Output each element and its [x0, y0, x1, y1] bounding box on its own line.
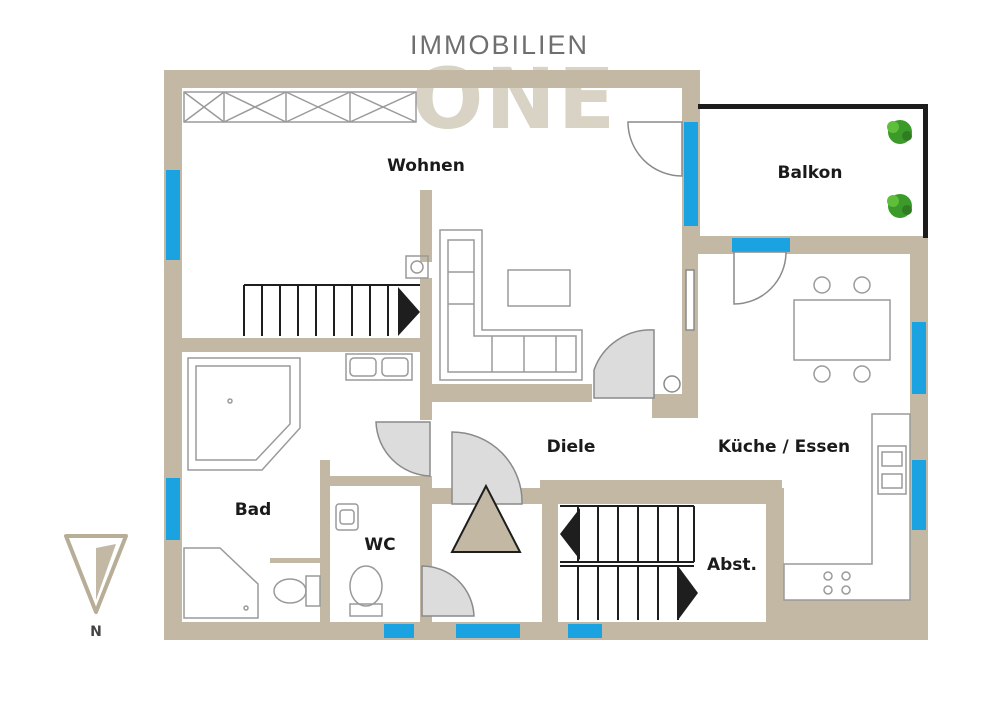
wall-wc-top: [320, 476, 432, 486]
kitchen-fixtures: [783, 276, 911, 601]
stair-arrow-living: [398, 287, 420, 336]
doors: [375, 121, 787, 617]
sliding-door: [685, 269, 695, 331]
windows: [166, 122, 926, 638]
room-label-balkon: Balkon: [778, 163, 843, 183]
wc-sink: [335, 503, 359, 531]
chair: [853, 365, 871, 383]
railing-top: [698, 104, 928, 109]
balcony-railing: [698, 104, 928, 238]
wall-bath-right-top: [420, 402, 432, 420]
toilet-bath: [273, 578, 307, 604]
room-label-wc: WC: [364, 535, 395, 555]
window-wc-bottom: [384, 624, 414, 638]
door-living: [593, 329, 655, 399]
chair: [853, 276, 871, 294]
room-label-diele: Diele: [547, 437, 596, 457]
wall-outer-top: [164, 70, 700, 88]
stair-arrow-down: [678, 566, 698, 620]
wall-living-corner: [652, 394, 698, 418]
door-wc: [421, 565, 475, 617]
wall-balcony-bottom: [682, 236, 928, 254]
coffee-table: [507, 269, 571, 307]
stove-burner: [823, 585, 833, 595]
window-stair-bottom: [568, 624, 602, 638]
room-label-abst: Abst.: [707, 555, 757, 575]
north-label: N: [90, 624, 102, 640]
wall-stair-right: [766, 488, 784, 622]
window-kitchen-right-2: [912, 460, 926, 530]
window-kitchen-balcony: [732, 238, 790, 252]
window-living-left: [166, 170, 180, 260]
logo: ONE IMMOBILIEN: [410, 30, 617, 148]
north-arrow: N: [64, 534, 128, 640]
wall-outer-right: [910, 236, 928, 640]
door-bath: [375, 421, 431, 477]
stairs-living: [243, 255, 429, 336]
wall-kitchen-bottom: [784, 600, 910, 622]
logo-top-text: IMMOBILIEN: [410, 30, 589, 60]
window-balcony-door: [684, 122, 698, 226]
balcony-plants: [887, 120, 912, 218]
wc-fixtures: [335, 503, 383, 617]
room-labels: Wohnen Balkon Bad WC Diele Küche / Essen…: [235, 156, 850, 575]
chair: [813, 276, 831, 294]
door-kitchen-balcony: [733, 251, 787, 305]
double-sink: [345, 353, 413, 381]
wc-tank: [349, 603, 383, 617]
walls: [164, 70, 928, 640]
room-label-bad: Bad: [235, 500, 272, 520]
wall-living-bath: [182, 338, 422, 352]
wall-outer-left: [164, 70, 182, 640]
room-label-kueche: Küche / Essen: [718, 437, 850, 457]
wall-living-inner-lower: [420, 278, 432, 418]
window-diele-bottom: [456, 624, 520, 638]
wc-toilet: [349, 565, 383, 607]
compass-arrow-icon: [64, 534, 128, 614]
room-label-wohnen: Wohnen: [387, 156, 465, 176]
stove-burner: [841, 585, 851, 595]
stair-arrow-up: [560, 508, 580, 560]
wall-stair-top2: [540, 480, 782, 492]
wall-outer-bottom: [164, 622, 928, 640]
chair: [813, 365, 831, 383]
chimney: [405, 255, 429, 279]
stove-burner: [823, 571, 833, 581]
kitchen-counter: [783, 413, 911, 601]
door-entrance: [451, 431, 523, 505]
bath-fixtures: [183, 353, 413, 619]
dining-table: [793, 299, 891, 361]
skylight-strip: [183, 91, 417, 123]
skylight-frame: [183, 91, 417, 123]
entrance-marker: [450, 483, 522, 553]
shower: [183, 547, 259, 619]
wall-living-inner: [420, 190, 432, 262]
pillar: [663, 375, 681, 393]
window-bath-left: [166, 478, 180, 540]
corner-sofa: [439, 229, 583, 381]
bathtub: [187, 357, 301, 471]
toilet-tank-bath: [305, 575, 321, 607]
wall-bath-wc: [320, 460, 330, 622]
door-balcony: [627, 121, 683, 177]
window-kitchen-right-1: [912, 322, 926, 394]
kitchen-sink: [877, 445, 907, 495]
wall-stair-left: [542, 504, 558, 622]
logo-big-text: ONE: [412, 50, 617, 148]
wall-living-diele: [420, 384, 592, 402]
stairs-hall: [560, 505, 698, 620]
living-furniture: [439, 229, 583, 381]
wall-bath-nib: [270, 558, 320, 563]
stove-burner: [841, 571, 851, 581]
railing-right: [923, 104, 928, 238]
